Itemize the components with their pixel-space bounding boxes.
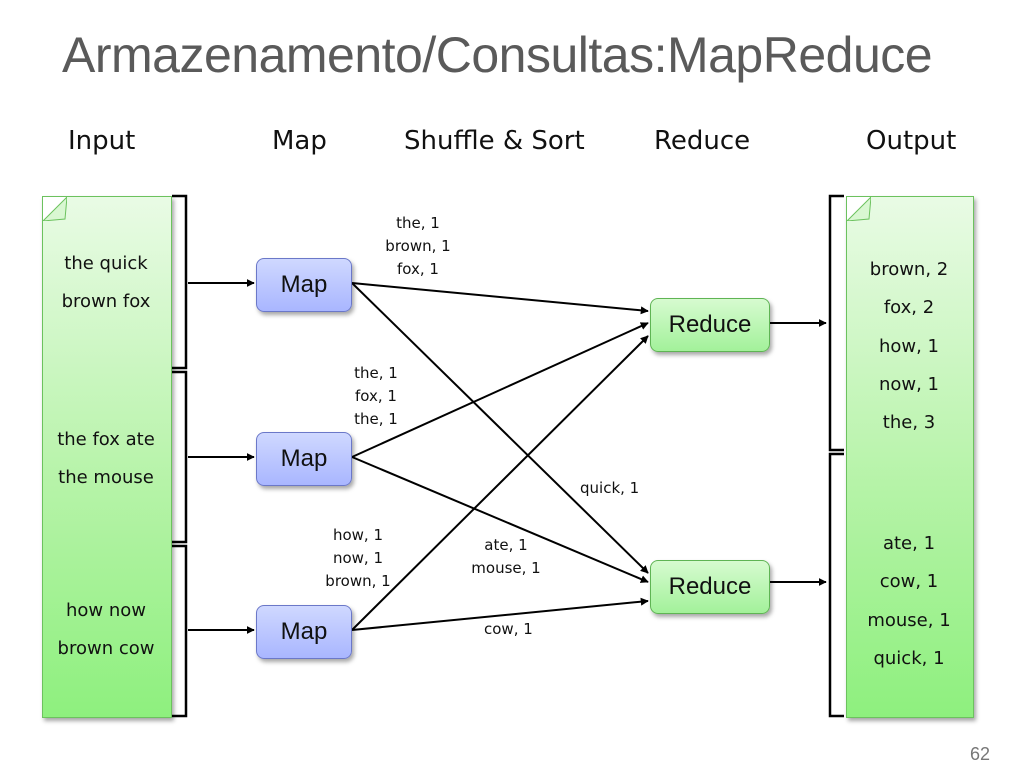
map1-output-2: brown, 1 [385,237,451,255]
map2-output-labels: the, 1 fox, 1 the, 1 [344,362,408,431]
slide-title: Armazenamento/Consultas:MapReduce [62,27,933,83]
shuffle-labels-ate-mouse: ate, 1 mouse, 1 [466,534,546,580]
stage-label-shuffle-sort: Shuffle & Sort [404,126,585,156]
stage-label-reduce: Reduce [654,126,751,156]
stage-label-map: Map [272,126,327,156]
input-split-3-line-1: how now [65,600,146,621]
input-split-brackets [172,194,188,718]
map-node-1: Map [256,258,352,312]
map3-output-labels: how, 1 now, 1 brown, 1 [310,524,406,593]
reduce-node-2: Reduce [650,560,770,614]
input-split-2-line-2: the mouse [58,467,154,488]
page-fold-icon [43,197,67,221]
output-group-brackets [828,194,844,718]
shuffle-label-mouse: mouse, 1 [471,559,541,577]
output-group-1-line-3: how, 1 [878,336,940,357]
map3-output-3: brown, 1 [325,572,391,590]
arrow-map1-to-reduce1 [351,282,649,315]
map-node-2: Map [256,432,352,486]
output-group-2-line-2: cow, 1 [879,571,939,592]
output-document [846,196,974,718]
arrow-map3-to-reduce2 [351,597,649,631]
input-split-1-line-1: the quick [64,253,148,274]
map2-output-2: fox, 1 [355,387,397,405]
output-group-2-line-4: quick, 1 [873,648,945,669]
output-group-1-line-1: brown, 2 [869,259,949,280]
stage-label-input: Input [68,126,136,156]
output-group-1-line-5: the, 3 [882,412,936,433]
arrow-map3-to-reduce1 [351,335,649,631]
arrow-map2-to-reduce2 [351,456,649,583]
shuffle-label-cow: cow, 1 [484,620,533,638]
input-split-2-line-1: the fox ate [57,429,155,450]
map1-output-labels: the, 1 brown, 1 fox, 1 [370,212,466,281]
stage-label-output: Output [866,126,957,156]
arrow-map2-to-reduce1 [351,322,649,458]
arrow-map1-to-reduce2 [351,282,649,574]
output-group-2-line-3: mouse, 1 [867,610,951,631]
shuffle-label-ate: ate, 1 [484,536,528,554]
input-split-3-line-2: brown cow [57,638,155,659]
output-group-1-line-4: now, 1 [878,374,940,395]
map2-output-1: the, 1 [354,364,398,382]
page-number: 62 [969,744,990,764]
map3-output-1: how, 1 [332,526,384,544]
input-split-1-line-2: brown fox [61,291,151,312]
map1-output-3: fox, 1 [397,260,439,278]
map1-output-1: the, 1 [396,214,440,232]
map-node-3: Map [256,605,352,659]
output-group-1-line-2: fox, 2 [883,297,935,318]
reduce-node-1: Reduce [650,298,770,352]
input-document [42,196,172,718]
output-group-2-line-1: ate, 1 [882,533,936,554]
map2-output-3: the, 1 [354,410,398,428]
map3-output-2: now, 1 [332,549,384,567]
shuffle-label-quick: quick, 1 [580,479,640,497]
page-fold-icon [847,197,871,221]
